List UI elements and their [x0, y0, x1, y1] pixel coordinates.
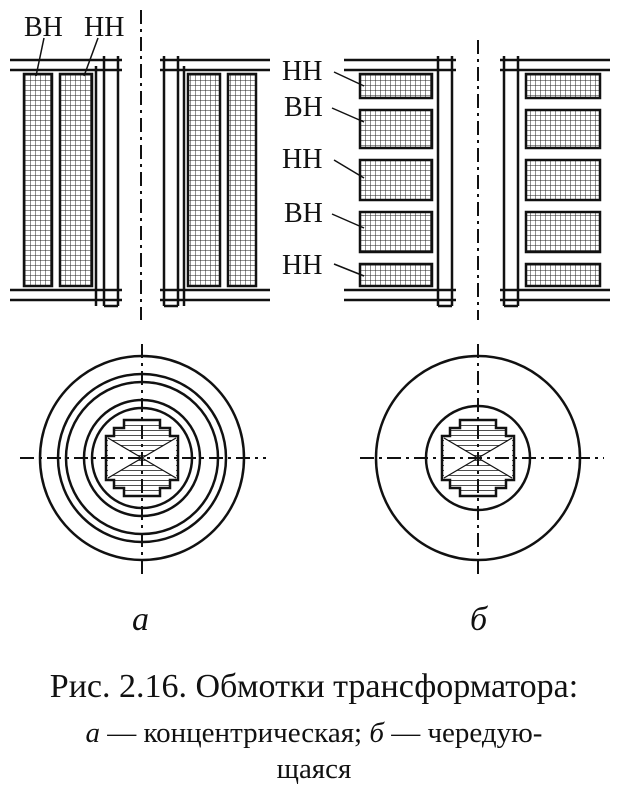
label-b-3: НН [282, 144, 322, 175]
nn-winding-right [186, 72, 222, 288]
label-b-4: ВН [284, 198, 323, 229]
transformer-windings-figure: ВН НН НН ВН НН [10, 10, 610, 638]
caption-letter-b: б [470, 601, 489, 638]
vn-winding-left [22, 72, 54, 288]
disc-nn-1-right [524, 72, 602, 100]
caption-text-b: — чередую- [383, 717, 543, 749]
caption-letter-a: а [132, 601, 149, 638]
caption-letter-b-inline: б [369, 717, 384, 749]
caption-letter-a-inline: а [85, 717, 101, 749]
disc-nn-1-left [358, 72, 434, 100]
caption-text-a: — концентрическая; [100, 717, 370, 749]
disc-nn-2-right [524, 158, 602, 202]
disc-vn-1-left [358, 108, 434, 150]
figure-caption-line3: щаяся [276, 753, 352, 785]
label-vn-a: ВН [24, 12, 63, 43]
disc-vn-2-right [524, 210, 602, 254]
nn-winding-left [58, 72, 94, 288]
disc-vn-2-left [358, 210, 434, 254]
disc-nn-2-left [358, 158, 434, 202]
figure-caption-line2: а — концентрическая; б — чередую- [0, 717, 628, 750]
label-nn-a: НН [84, 12, 124, 43]
disc-nn-3-left [358, 262, 434, 288]
vn-winding-right [226, 72, 258, 288]
label-b-5: НН [282, 250, 322, 281]
diagram-b-side-view [331, 56, 610, 308]
label-b-1: НН [282, 56, 322, 87]
disc-vn-1-right [524, 108, 602, 150]
label-b-2: ВН [284, 92, 323, 123]
diagram-a-side-view [10, 37, 270, 308]
disc-nn-3-right [524, 262, 602, 288]
figure-caption-title: Рис. 2.16. Обмотки трансформатора: [49, 668, 579, 705]
